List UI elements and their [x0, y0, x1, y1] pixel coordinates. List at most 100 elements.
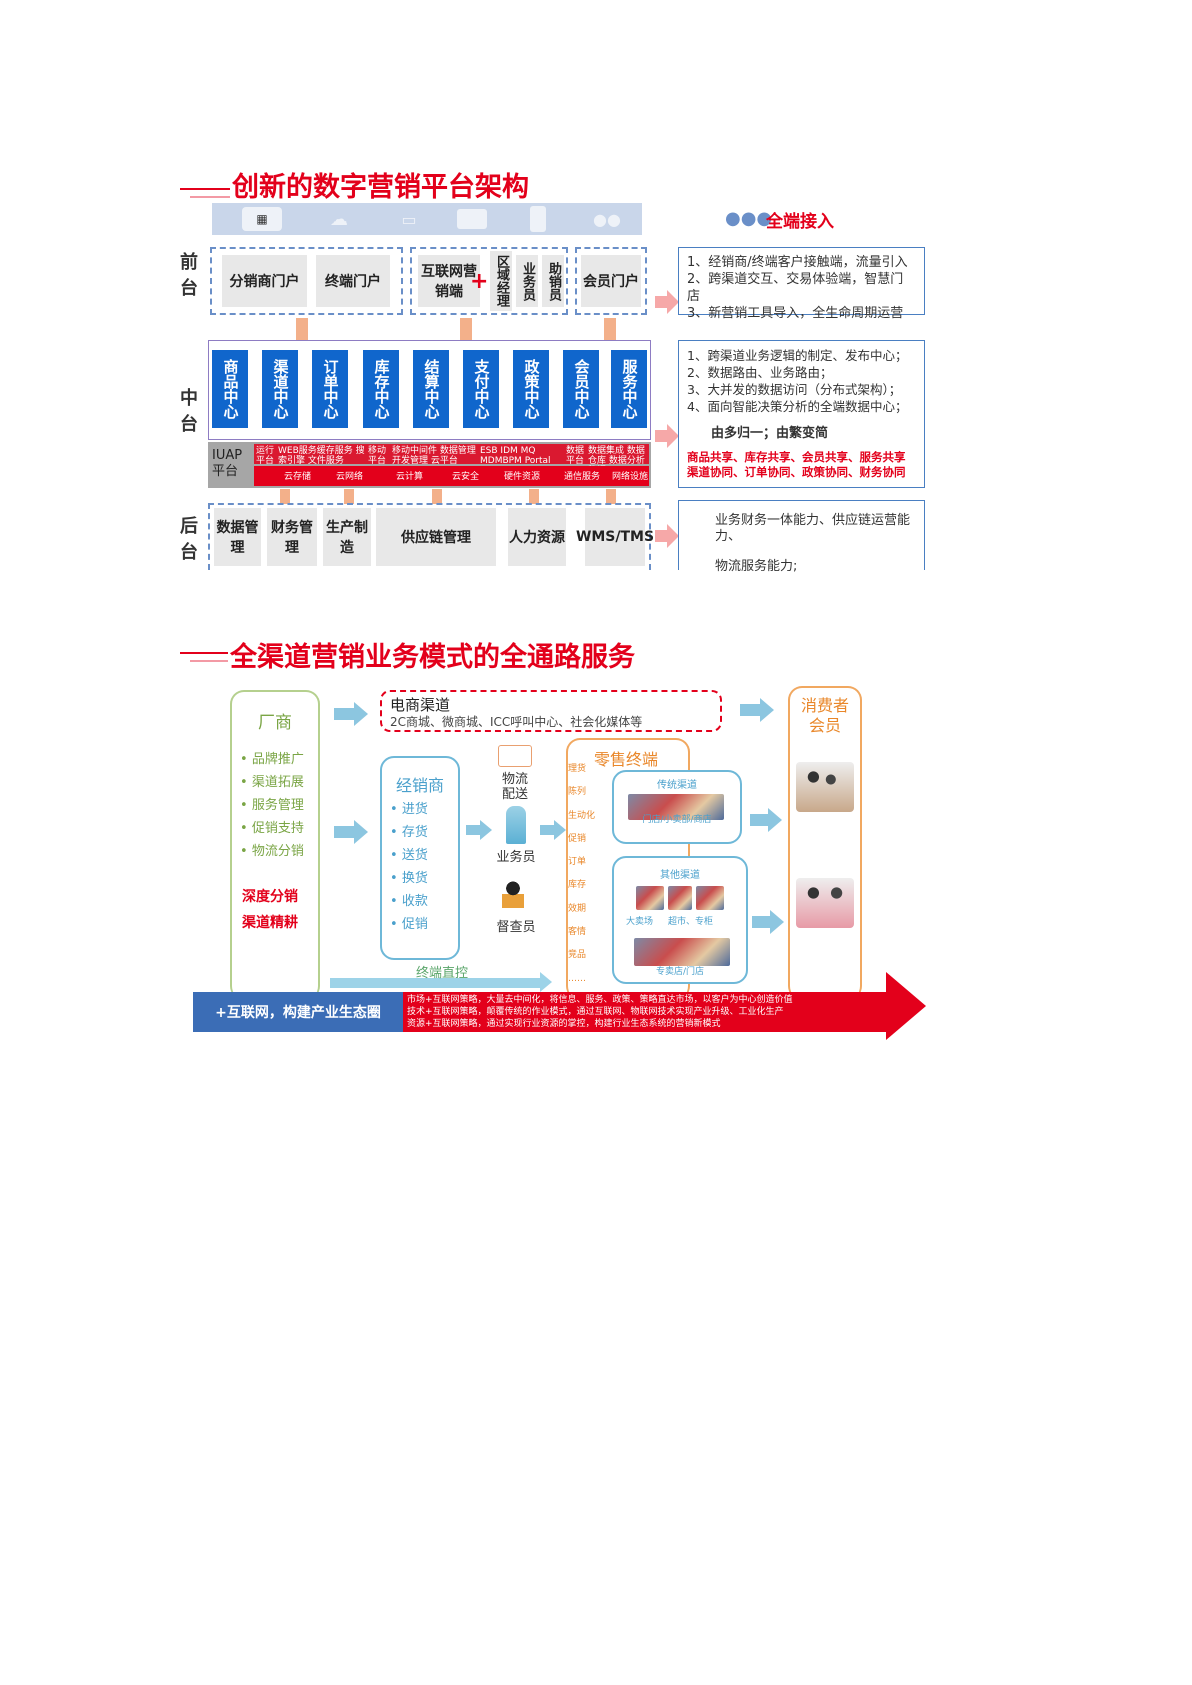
manufacturer-box: 厂商 • 品牌推广 • 渠道拓展 • 服务管理 • 促销支持 • 物流分销 深度…	[230, 690, 320, 1000]
back-description-box: 业务财务一体能力、供应链运营能力、 物流服务能力;	[678, 500, 925, 574]
flow-arrow-head	[768, 808, 782, 832]
middle-center-4[interactable]: 库存中心	[363, 350, 399, 428]
banner-line: 市场+互联网策略，大量去中间化，将信息、服务、政策、策略直达市场，以客户为中心创…	[407, 995, 793, 1005]
right-arrow	[655, 530, 667, 542]
middle-center-8[interactable]: 会员中心	[563, 350, 599, 428]
terminal-portal[interactable]: 终端门户	[316, 255, 390, 307]
plus-icon: +	[470, 269, 489, 294]
front-group-member: 会员门户	[575, 247, 647, 315]
middle-desc-3: 3、大并发的数据访问（分布式架构）；	[687, 382, 902, 397]
distributor-box: 经销商 • 进货 • 存货 • 送货 • 换货 • 收款 • 促销	[380, 756, 460, 960]
flow-arrow-head	[770, 910, 784, 934]
ecommerce-title: 电商渠道	[390, 696, 451, 714]
title-decoration	[190, 660, 228, 662]
supermarket-label: 超市、专柜	[668, 917, 714, 927]
human-resources[interactable]: 人力资源	[508, 508, 566, 566]
internet-marketing-end[interactable]: 互联网营销端	[418, 255, 480, 307]
flow-arrow-head	[354, 820, 368, 844]
middle-center-6[interactable]: 支付中心	[463, 350, 499, 428]
list-item: • 存货	[390, 825, 428, 840]
section1-title: 创新的数字营销平台架构	[232, 172, 529, 203]
wms-tms[interactable]: WMS/TMS	[576, 508, 654, 566]
salesperson-icon	[506, 806, 526, 844]
list-item: • 收款	[390, 894, 428, 909]
cloud-item: 云计算	[396, 472, 424, 482]
iuap-esb-services: ESB IDM MQ MDMBPM Portal	[480, 446, 551, 466]
banner-text: 市场+互联网策略，大量去中间化，将信息、服务、政策、策略直达市场，以客户为中心创…	[407, 994, 793, 1030]
connector-arrow	[529, 489, 539, 504]
right-arrow-head	[667, 290, 679, 314]
front-description-box: 1、经销商/终端客户接触端，流量引入 2、跨渠道交互、交易体验端，智慧门店 3、…	[678, 247, 925, 321]
middle-desc-red-1: 商品共享、库存共享、会员共享、服务共享	[687, 450, 906, 464]
list-item: • 促销	[390, 917, 428, 932]
iuap-mobile-platform: 移动平台	[368, 446, 387, 466]
middle-center-9[interactable]: 服务中心	[611, 350, 647, 428]
title-decoration	[190, 196, 230, 198]
middle-center-1[interactable]: 商品中心	[212, 350, 248, 428]
traditional-channel-title: 传统渠道	[657, 780, 697, 791]
area-manager[interactable]: 区域经理	[490, 251, 512, 311]
ecommerce-desc: 2C商城、微商城、ICC呼叫中心、社会化媒体等	[390, 715, 643, 729]
middle-platform	[208, 340, 651, 440]
list-item: • 送货	[390, 848, 428, 863]
front-group-internet: 互联网营销端 + 区域经理 业务员 助销员	[410, 247, 568, 315]
flow-arrow-head	[480, 820, 492, 840]
row-label-back: 后台	[180, 516, 198, 563]
back-platform	[208, 503, 651, 570]
other-channel-title: 其他渠道	[660, 870, 700, 881]
shoppers-image	[796, 878, 854, 928]
flow-arrow	[740, 704, 760, 716]
cloud-cart-icon: ☁	[330, 208, 348, 230]
shop-icon: ▦	[242, 207, 282, 231]
data-management[interactable]: 数据管理	[214, 508, 261, 566]
middle-description-box: 1、跨渠道业务逻辑的制定、发布中心； 2、数据路由、业务路由； 3、大并发的数据…	[678, 340, 925, 488]
retail-side-item: 客情	[568, 927, 587, 938]
back-desc-2: 物流服务能力;	[715, 559, 798, 574]
distributor-portal[interactable]: 分销商门户	[222, 255, 307, 307]
counter-image	[696, 886, 724, 910]
cloud-item: 云存储	[284, 472, 312, 482]
banner-right: 市场+互联网策略，大量去中间化，将信息、服务、政策、策略直达市场，以客户为中心创…	[403, 992, 888, 1032]
connector-arrow	[606, 489, 616, 504]
retail-side-item: 库存	[568, 880, 587, 891]
supermarket-image	[668, 886, 692, 910]
inspector-icon	[502, 880, 524, 908]
member-portal[interactable]: 会员门户	[581, 255, 641, 307]
middle-desc-bold: 由多归一；由繁变简	[711, 426, 829, 441]
finance-management[interactable]: 财务管理	[267, 508, 317, 566]
retail-side-item: ……	[568, 973, 586, 984]
list-item: • 渠道拓展	[240, 775, 304, 790]
retail-side-item: 理货	[568, 764, 587, 774]
laptop-cart-icon: ▭	[401, 209, 417, 229]
middle-center-2[interactable]: 渠道中心	[262, 350, 298, 428]
flow-arrow	[466, 825, 480, 835]
salesperson[interactable]: 业务员	[516, 255, 538, 307]
cloud-item: 云网络	[336, 472, 364, 482]
salesperson-label: 业务员	[496, 850, 536, 865]
middle-desc-red-2: 渠道协同、订单协同、政策协同、财务协同	[687, 465, 906, 479]
retail-side-item: 促销	[568, 833, 587, 844]
middle-center-7[interactable]: 政策中心	[513, 350, 549, 428]
banner-line: 技术+互联网策略，颠覆传统的作业模式，通过互联网、物联网技术实现产业升级、工业化…	[407, 1007, 784, 1017]
distributor-list: • 进货 • 存货 • 送货 • 换货 • 收款 • 促销	[390, 798, 428, 936]
traditional-channel-box: 传统渠道 门店/小卖部/商店	[612, 770, 742, 844]
middle-center-3[interactable]: 订单中心	[312, 350, 348, 428]
middle-desc-1: 1、跨渠道业务逻辑的制定、发布中心；	[687, 348, 908, 363]
banner-left: +互联网，构建产业生态圈	[193, 992, 403, 1032]
flow-arrow	[334, 708, 354, 720]
connector-arrow	[460, 318, 472, 340]
retail-side-item: 效期	[568, 903, 587, 914]
phone-icon	[530, 206, 546, 232]
logistics-delivery: 物流配送	[501, 772, 528, 802]
front-group-portals: 分销商门户 终端门户	[210, 247, 403, 315]
list-item: • 品牌推广	[240, 752, 304, 767]
middle-center-5[interactable]: 结算中心	[413, 350, 449, 428]
section2-title: 全渠道营销业务模式的全通路服务	[230, 642, 635, 673]
flow-arrow	[750, 814, 768, 826]
supply-chain-management[interactable]: 供应链管理	[376, 508, 496, 566]
iuap-run-platform: 运行平台	[256, 446, 275, 466]
sales-assistant[interactable]: 助销员	[542, 255, 564, 307]
right-arrow	[655, 296, 667, 308]
production-manufacturing[interactable]: 生产制造	[323, 508, 371, 566]
front-desc-2: 2、跨渠道交互、交易体验端，智慧门店	[687, 272, 904, 304]
